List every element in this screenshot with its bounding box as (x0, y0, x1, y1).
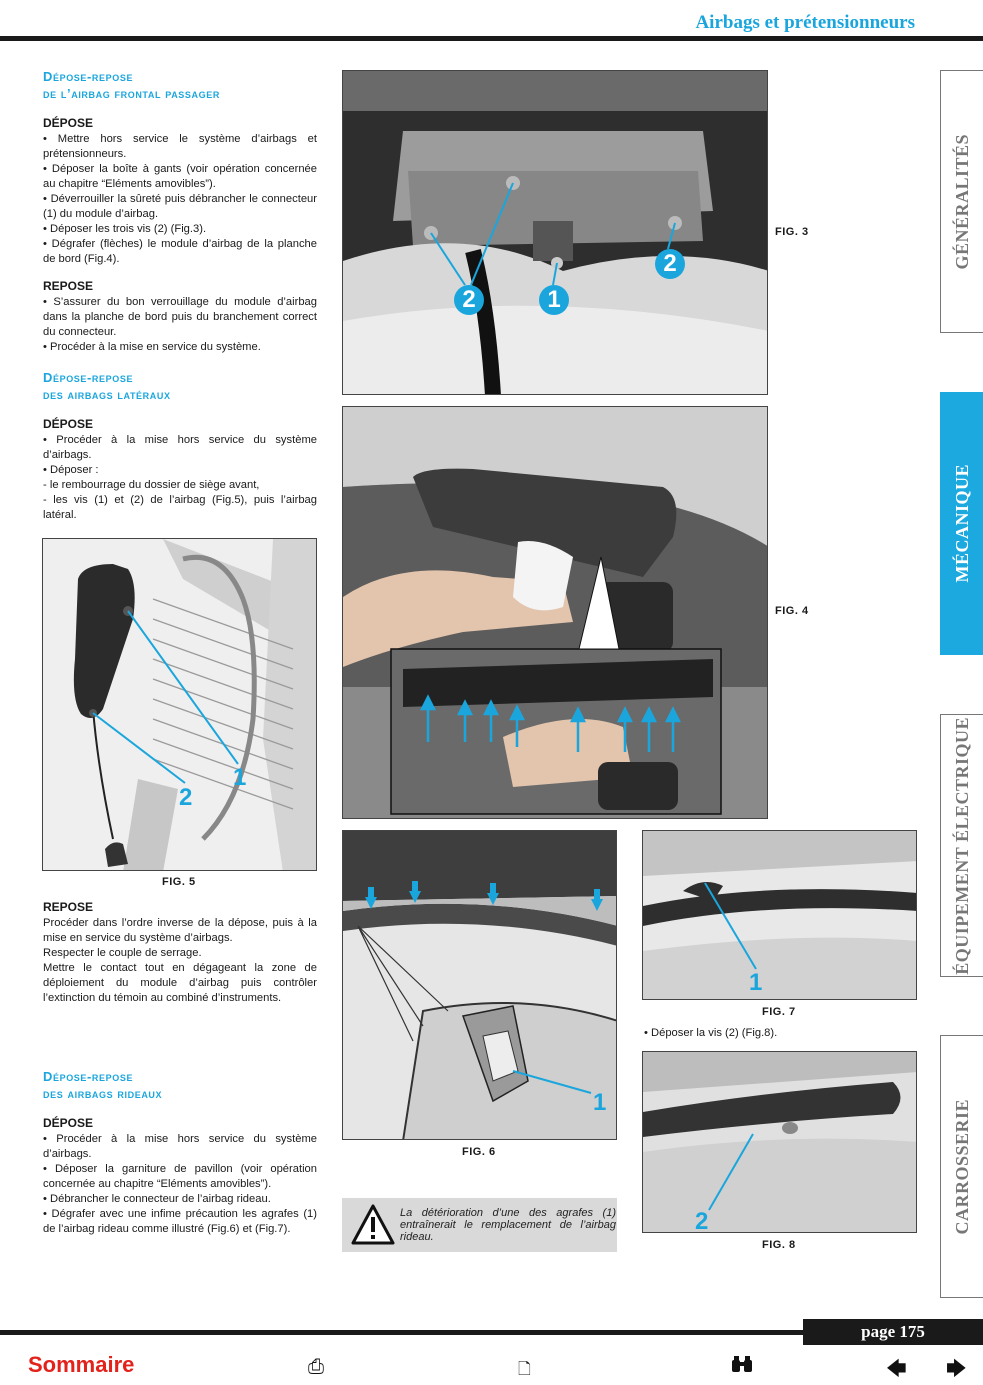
section2-title-line2: des airbags latéraux (43, 387, 171, 402)
page-header-title: Airbags et prétensionneurs (695, 12, 915, 33)
s3-depose-4: • Dégrafer avec une infime précaution le… (43, 1208, 317, 1235)
tab-generalites[interactable]: GÉNÉRALITÉS (940, 70, 983, 333)
s3-depose-1: • Procéder à la mise hors service du sys… (43, 1133, 317, 1160)
fig6-label: FIG. 6 (462, 1146, 496, 1158)
tab-equipement-electrique[interactable]: ÉQUIPEMENT ÉLECTRIQUE (940, 714, 983, 977)
tab-mecanique-label: MÉCANIQUE (951, 464, 972, 583)
s1-depose-5: • Dégrafer (flèches) le module d’airbag … (43, 238, 317, 265)
fig8-label: FIG. 8 (762, 1239, 796, 1251)
section2-depose-label: DÉPOSE (43, 417, 94, 431)
fig3-label: FIG. 3 (775, 226, 809, 238)
fig7-illustration (643, 831, 916, 999)
fig5-label: FIG. 5 (162, 876, 196, 888)
fig8-image: 2 (642, 1051, 917, 1233)
fig8-illustration (643, 1052, 916, 1232)
fig3-illustration (343, 71, 767, 394)
section3-title-line1: Dépose-repose (43, 1069, 134, 1084)
s2-depose-4: - les vis (1) et (2) de l’airbag (Fig.5)… (43, 494, 317, 521)
fig5-illustration (43, 539, 316, 870)
s1-depose-1: • Mettre hors service le système d’airba… (43, 133, 317, 160)
fig4-illustration (343, 407, 767, 818)
s2-depose-2: • Déposer : (43, 464, 99, 476)
section2-title-line1: Dépose-repose (43, 370, 134, 385)
fig3-callout-2b: 2 (655, 249, 685, 279)
s1-depose-4: • Déposer les trois vis (2) (Fig.3). (43, 223, 207, 235)
warning-note: La détérioration d’une des agrafes (1) e… (342, 1198, 617, 1252)
section1-title-line1: Dépose-repose (43, 69, 134, 84)
fig7-label: FIG. 7 (762, 1006, 796, 1018)
section2-repose-label: REPOSE (43, 900, 94, 914)
fig3-image: 2 1 2 (342, 70, 768, 395)
fig6-image: 1 (342, 830, 617, 1140)
fig5-image: 1 2 (42, 538, 317, 871)
page-number: page 175 (803, 1319, 983, 1345)
s1-depose-2: • Déposer la boîte à gants (voir opérati… (43, 163, 317, 190)
tab-generalites-label: GÉNÉRALITÉS (951, 133, 972, 270)
s1-repose-2: • Procéder à la mise en service du systè… (43, 341, 261, 353)
s2-depose-3: - le rembourrage du dossier de siège ava… (43, 479, 260, 491)
s2-repose-2: Respecter le couple de serrage. (43, 947, 202, 959)
print-icon[interactable]: ⎙ (308, 1354, 324, 1378)
fig5-callout-2: 2 (179, 784, 193, 811)
s3-depose-3: • Débrancher le connecteur de l’airbag r… (43, 1193, 271, 1205)
tab-equipement-label: ÉQUIPEMENT ÉLECTRIQUE (951, 716, 972, 975)
s1-depose-3: • Déverrouiller la sûreté puis débranche… (43, 193, 317, 220)
next-page-arrow-icon[interactable]: 🡆 (946, 1356, 967, 1380)
s1-repose-1: • S’assurer du bon verrouillage du modul… (43, 296, 317, 338)
tab-carrosserie-label: CARROSSERIE (951, 1098, 972, 1235)
fig6-callout-1: 1 (593, 1089, 607, 1116)
fig3-callout-1: 1 (539, 285, 569, 315)
fig8-callout-2: 2 (695, 1208, 709, 1233)
fig6-illustration (343, 831, 616, 1139)
tab-mecanique[interactable]: MÉCANIQUE (940, 392, 983, 655)
fig8-instruction: • Déposer la vis (2) (Fig.8). (644, 1027, 778, 1039)
fig7-image: 1 (642, 830, 917, 1000)
header-rule (0, 36, 983, 41)
section1-title-line2: de l’airbag frontal passager (43, 86, 220, 101)
previous-page-arrow-icon[interactable]: 🡄 (886, 1356, 907, 1380)
warning-triangle-icon (351, 1204, 395, 1245)
fig4-image (342, 406, 768, 819)
fig3-callout-2a: 2 (454, 285, 484, 315)
fig5-callout-1: 1 (233, 764, 247, 791)
s2-depose-1: • Procéder à la mise hors service du sys… (43, 434, 317, 461)
tab-carrosserie[interactable]: CARROSSERIE (940, 1035, 983, 1298)
s2-repose-3: Mettre le contact tout en dégageant la z… (43, 962, 317, 1004)
footer-rule (0, 1330, 983, 1335)
binoculars-icon[interactable] (730, 1354, 754, 1379)
section3-title-line2: des airbags rideaux (43, 1086, 163, 1101)
fig4-label: FIG. 4 (775, 605, 809, 617)
sommaire-link[interactable]: Sommaire (28, 1352, 135, 1377)
section3: Dépose-repose des airbags rideaux DÉPOSE… (43, 1068, 317, 1237)
warning-text: La détérioration d’une des agrafes (1) e… (400, 1207, 616, 1243)
section1-depose-label: DÉPOSE (43, 116, 94, 130)
preview-icon[interactable]: 🗋 (518, 1359, 531, 1378)
left-text-column: Dépose-repose de l’airbag frontal passag… (43, 68, 317, 523)
fig7-callout-1: 1 (749, 969, 763, 996)
s2-repose-1: Procéder dans l’ordre inverse de la dépo… (43, 917, 317, 944)
section3-depose-label: DÉPOSE (43, 1116, 94, 1130)
s3-depose-2: • Déposer la garniture de pavillon (voir… (43, 1163, 317, 1190)
binoculars-svg (732, 1356, 752, 1372)
section2-repose: REPOSE Procéder dans l’ordre inverse de … (43, 900, 317, 1006)
section1-repose-label: REPOSE (43, 279, 94, 293)
